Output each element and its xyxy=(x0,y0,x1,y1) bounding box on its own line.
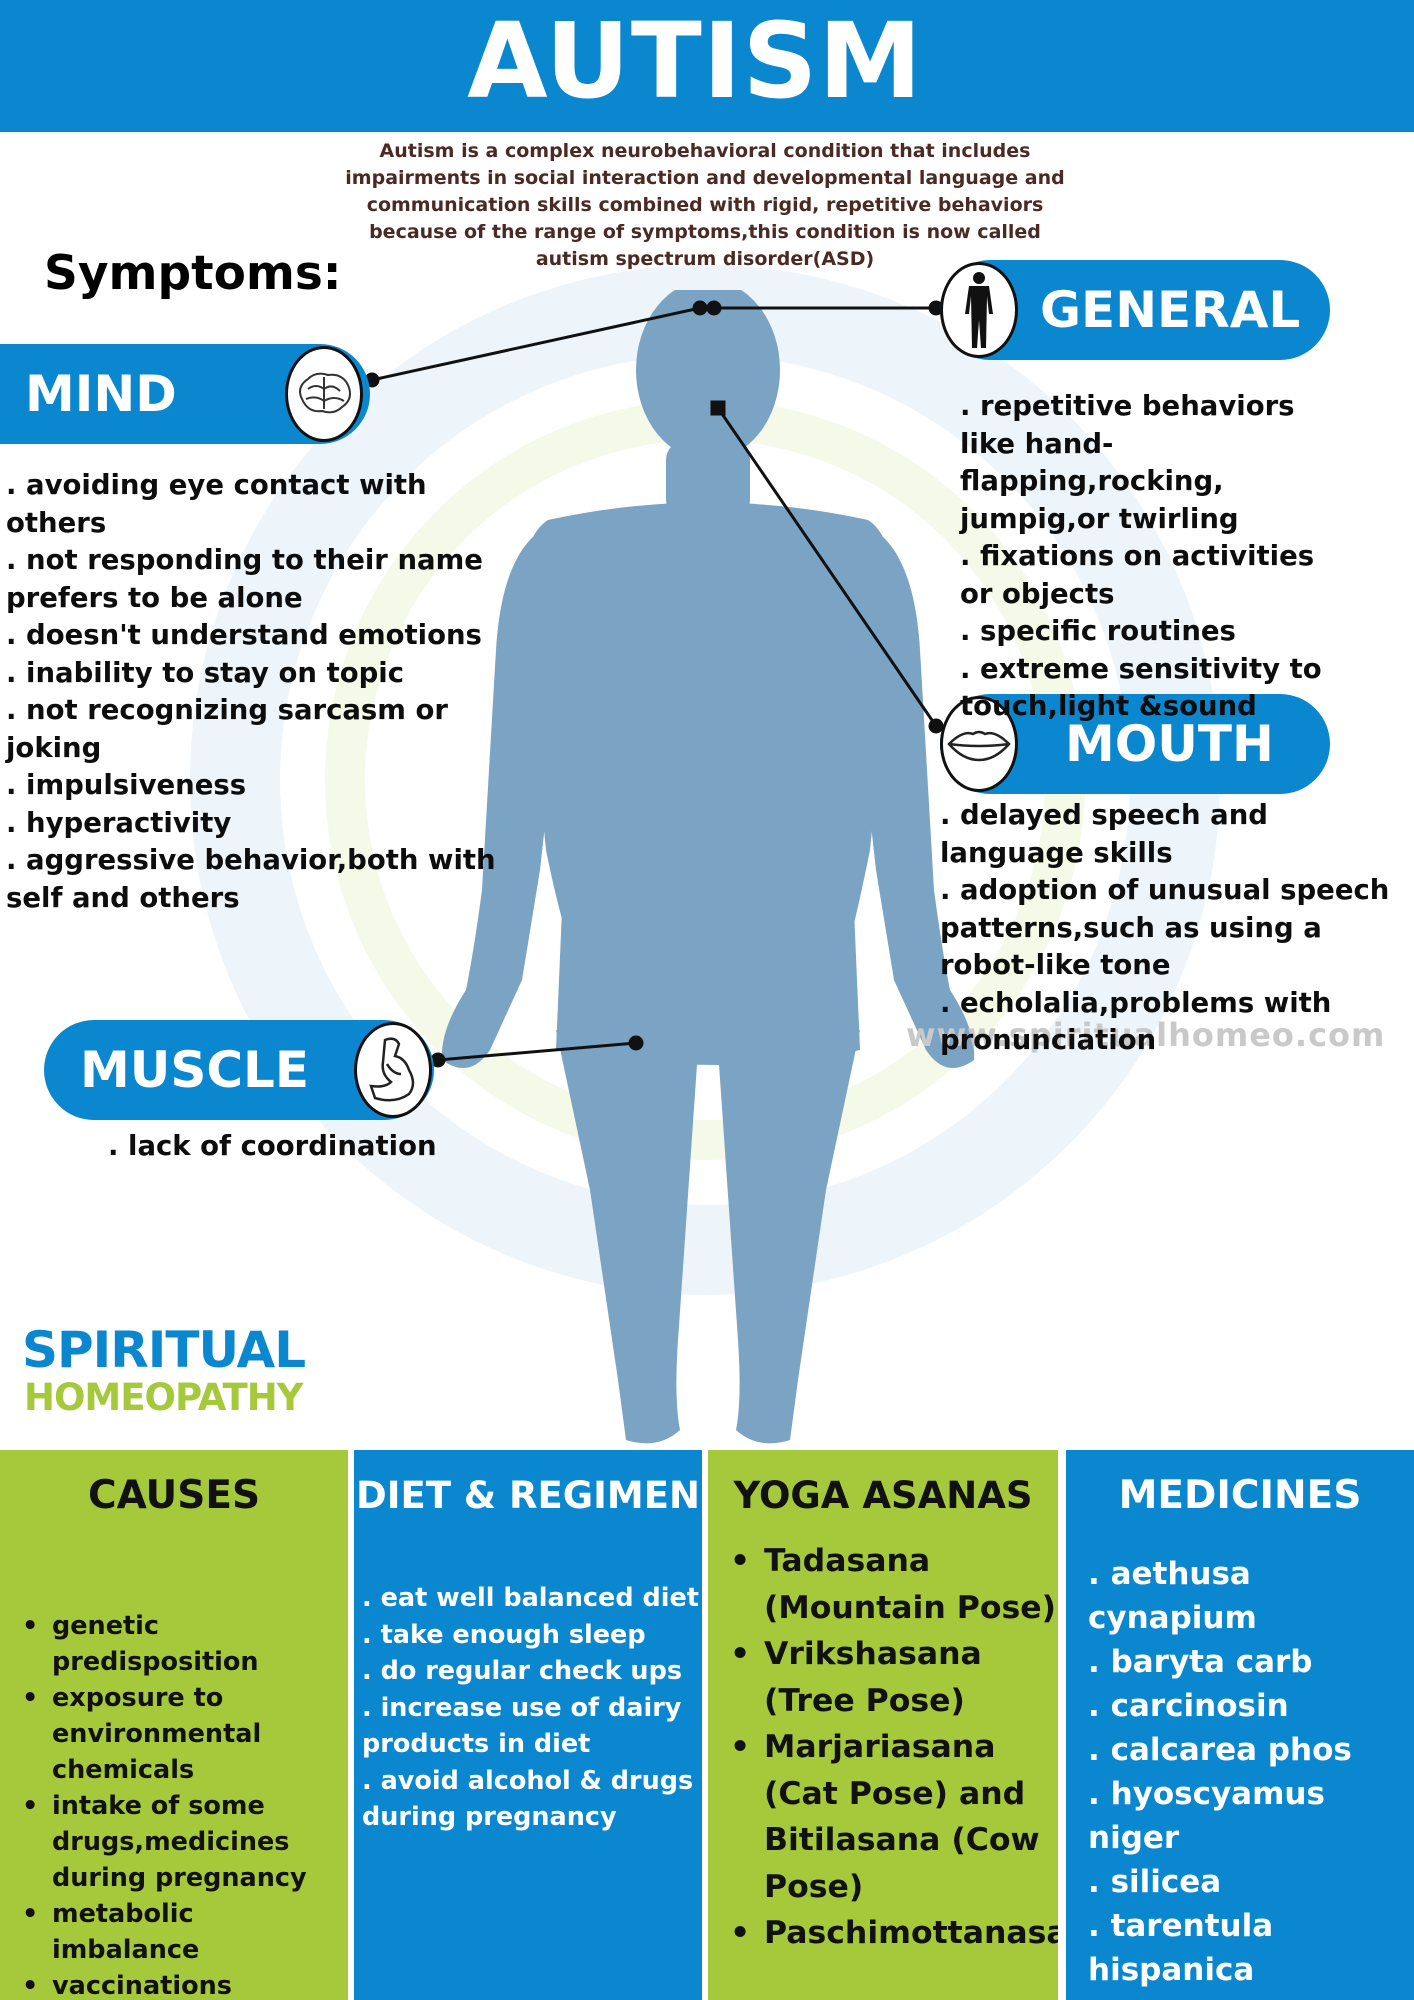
symptoms-heading: Symptoms: xyxy=(44,246,342,301)
medicines-heading: MEDICINES xyxy=(1118,1473,1362,1518)
header-banner xyxy=(0,0,1414,132)
list-item: . carcinosin xyxy=(1088,1688,1289,1724)
diet-regimen-section: DIET & REGIMEN . eat well balanced diet … xyxy=(354,1450,702,2000)
list-item: . adoption of unusual speech patterns,su… xyxy=(940,874,1390,981)
list-item: exposure to environmental chemicals xyxy=(22,1680,342,1788)
general-symptoms-list: . repetitive behaviors like hand-flappin… xyxy=(960,388,1350,726)
list-item: . take enough sleep xyxy=(362,1619,646,1650)
list-item: . not responding to their name prefers t… xyxy=(6,544,483,614)
muscle-symptoms-list: . lack of coordination xyxy=(108,1128,488,1166)
yoga-asanas-section: YOGA ASANAS Tadasana (Mountain Pose) Vri… xyxy=(708,1450,1058,2000)
list-item: . specific routines xyxy=(960,615,1236,647)
list-item: . doesn't understand emotions xyxy=(6,619,482,651)
mouth-label: MOUTH xyxy=(1065,715,1274,773)
mind-label: MIND xyxy=(25,365,177,423)
list-item: . repetitive behaviors like hand-flappin… xyxy=(960,390,1295,535)
yoga-heading: YOGA ASANAS xyxy=(733,1474,1033,1517)
list-item: . hyperactivity xyxy=(6,806,232,839)
page-title: AUTISM xyxy=(467,0,923,122)
mind-category-pill: MIND xyxy=(0,344,370,444)
human-silhouette-icon xyxy=(940,262,1018,358)
list-item: . inability to stay on topic xyxy=(6,656,405,689)
list-item: . aggressive behavior,both with self and… xyxy=(6,844,496,914)
list-item: . eat well balanced diet xyxy=(362,1583,699,1613)
list-item: intake of some drugs,medicines during pr… xyxy=(22,1788,342,1896)
list-item: . not recognizing sarcasm or joking xyxy=(6,694,448,764)
causes-heading: CAUSES xyxy=(87,1473,261,1518)
muscle-label: MUSCLE xyxy=(80,1041,310,1099)
list-item: Paschimottanasana xyxy=(730,1910,1058,1957)
general-category-pill: GENERAL xyxy=(940,260,1330,360)
human-body-figure xyxy=(441,290,975,1444)
diet-list: . eat well balanced diet . take enough s… xyxy=(362,1580,702,1836)
logo-spiritual: SPIRITUAL xyxy=(22,1321,306,1379)
flexed-arm-icon xyxy=(354,1022,432,1118)
medicines-section: MEDICINES . aethusa cynapium . baryta ca… xyxy=(1066,1450,1414,2000)
list-item: . avoid alcohol & drugs during pregnancy xyxy=(362,1765,694,1833)
list-item: . avoiding eye contact with others xyxy=(6,469,427,539)
list-item: . calcarea phos xyxy=(1088,1732,1352,1768)
list-item: metabolic imbalance xyxy=(22,1896,342,1968)
list-item: . increase use of dairy products in diet xyxy=(362,1692,682,1760)
list-item: . do regular check ups xyxy=(362,1656,682,1686)
causes-section: CAUSES genetic predisposition exposure t… xyxy=(0,1450,348,2000)
website-watermark: www.spiritualhomeo.com xyxy=(906,1016,1386,1054)
diet-heading: DIET & REGIMEN xyxy=(356,1474,700,1517)
list-item: . lack of coordination xyxy=(108,1130,437,1162)
intro-paragraph: Autism is a complex neurobehavioral cond… xyxy=(345,140,1065,270)
yoga-list: Tadasana (Mountain Pose) Vrikshasana (Tr… xyxy=(730,1538,1058,1957)
list-item: . fixations on activities or objects xyxy=(960,540,1315,610)
mouth-category-pill: MOUTH xyxy=(940,694,1330,794)
list-item: Vrikshasana (Tree Pose) xyxy=(730,1631,1058,1724)
list-item: . impulsiveness xyxy=(6,769,247,801)
list-item: genetic predisposition xyxy=(22,1608,342,1680)
list-item: . hyoscyamus niger xyxy=(1088,1776,1325,1856)
muscle-category-pill: MUSCLE xyxy=(44,1020,434,1120)
list-item: . silicea xyxy=(1088,1864,1222,1900)
connector-lines xyxy=(364,300,944,1068)
list-item: Tadasana (Mountain Pose) xyxy=(730,1538,1058,1631)
list-item: . tarentula hispanica xyxy=(1088,1908,1274,1988)
mouth-symptoms-list: . delayed speech and language skills . a… xyxy=(940,797,1400,1060)
list-item: vaccinations xyxy=(22,1968,342,2000)
general-label: GENERAL xyxy=(1040,281,1301,339)
list-item: . aethusa cynapium xyxy=(1088,1556,1257,1636)
logo-homeopathy: HOMEOPATHY xyxy=(24,1376,303,1419)
causes-list: genetic predisposition exposure to envir… xyxy=(22,1608,342,2000)
mind-symptoms-list: . avoiding eye contact with others . not… xyxy=(6,467,526,917)
list-item: Marjariasana (Cat Pose) and Bitilasana (… xyxy=(730,1724,1058,1910)
list-item: . baryta carb xyxy=(1088,1644,1313,1680)
lips-icon xyxy=(940,696,1018,792)
list-item: . echolalia,problems with pronunciation xyxy=(940,986,1332,1057)
medicines-list: . aethusa cynapium . baryta carb . carci… xyxy=(1088,1552,1408,1992)
list-item: . delayed speech and language skills xyxy=(940,799,1268,869)
brain-icon xyxy=(285,346,363,442)
list-item: . extreme sensitivity to touch,light &so… xyxy=(960,652,1322,723)
